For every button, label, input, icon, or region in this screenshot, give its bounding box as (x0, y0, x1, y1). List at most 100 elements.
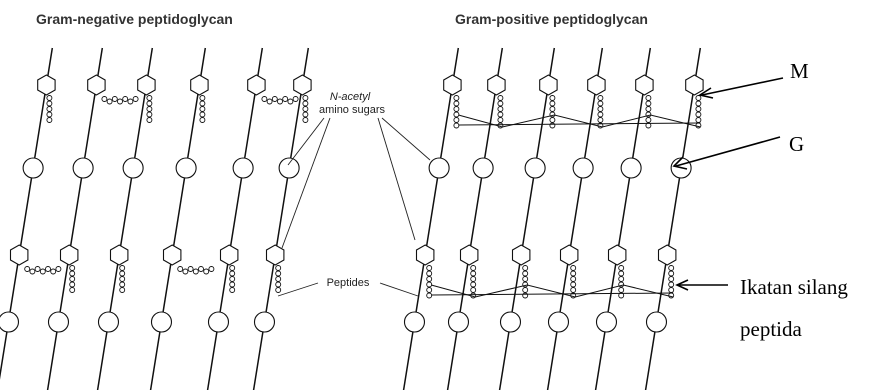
peptide-bead (522, 276, 529, 282)
g-arrowhead (672, 156, 688, 170)
nam-sugar (162, 244, 182, 266)
peptide-bead (122, 96, 129, 102)
peptide-bead (522, 265, 529, 271)
peptide-bead (119, 265, 126, 271)
peptide-bead (453, 122, 460, 129)
g-arrow (675, 136, 781, 167)
peptide-bead (497, 117, 504, 123)
amino-sugars-callout-line1: N-acetyl (330, 91, 371, 103)
peptide-bead (119, 287, 126, 293)
gram-negative-glycan-strand (206, 47, 264, 390)
peptide-bead (426, 281, 433, 288)
peptide-bead (645, 100, 652, 107)
peptide-bead (275, 276, 282, 282)
peptide-bead (203, 268, 210, 275)
m-label: M (790, 59, 809, 83)
nam-sugar (293, 74, 312, 96)
gram-positive-glycan-strand (546, 47, 604, 390)
peptide-bead (453, 111, 460, 118)
gram-negative-glycan-strand (46, 47, 104, 390)
nag-sugar (253, 311, 276, 333)
peptide-bead (287, 98, 294, 105)
peptide-cross-bridge (458, 122, 701, 126)
m-arrow (701, 77, 784, 96)
peptide-bead (570, 276, 577, 282)
nag-sugar (428, 157, 450, 179)
peptide-bead (146, 95, 153, 101)
peptide-bead (470, 270, 477, 277)
gram-negative-title: Gram-negative peptidoglycan (36, 11, 233, 27)
gram-positive-glycan-strand (644, 47, 702, 390)
nag-sugar (403, 311, 426, 333)
peptide-bead (101, 96, 108, 102)
peptide-bead (199, 117, 206, 123)
peptide-bead (426, 287, 433, 293)
peptide-bead (69, 287, 76, 293)
peptide-bead (618, 270, 625, 277)
peptide-bead (668, 287, 675, 293)
peptide-bead (292, 96, 299, 102)
nam-sugar (587, 74, 606, 96)
peptide-bead (668, 265, 675, 271)
peptide-bead (146, 111, 153, 118)
nam-sugar (459, 244, 479, 266)
peptide-bead (55, 266, 62, 272)
peptide-bead (271, 96, 278, 102)
peptide-bead (426, 270, 433, 277)
peptide-bead (119, 270, 126, 277)
gram-positive-glycan-strand (402, 47, 460, 390)
peptide-bead (229, 287, 236, 293)
peptide-bead (597, 95, 604, 101)
peptide-bead (497, 100, 504, 107)
peptide-bead (275, 281, 282, 288)
peptide-bead (229, 276, 236, 282)
nag-sugar (524, 157, 546, 179)
peptide-bead (668, 270, 675, 277)
peptide-bead (261, 96, 268, 102)
peptide-bead (470, 265, 477, 271)
peptide-cross-bridge (431, 284, 674, 298)
nam-sugar (219, 244, 239, 266)
nag-sugar (620, 157, 642, 179)
peptide-bead (50, 268, 57, 275)
peptide-bead (645, 117, 652, 123)
peptide-bead (645, 106, 652, 112)
peptide-bead (522, 287, 529, 293)
peptide-bead (282, 96, 289, 102)
peptide-bead (39, 268, 46, 275)
peptide-bead (453, 117, 460, 123)
peptide-bead (127, 98, 134, 105)
nam-sugar (559, 244, 579, 266)
peptide-bead (426, 292, 433, 299)
peptide-bead (182, 268, 189, 275)
peptide-bead (177, 266, 184, 272)
peptide-bead (597, 106, 604, 112)
peptide-bead (302, 95, 309, 101)
peptide-cross-bridge (431, 292, 674, 296)
amino-sugars-callout-line2: amino sugars (319, 104, 386, 116)
nam-sugar (487, 74, 506, 96)
crosslink-label-line2: peptida (740, 317, 802, 341)
peptide-bead (46, 106, 53, 112)
crosslink-arrowhead (675, 279, 689, 291)
peptide-bead (106, 98, 113, 105)
peptide-bead (668, 276, 675, 282)
nag-sugar (499, 311, 522, 333)
nam-sugar (190, 74, 209, 96)
nag-sugar (72, 157, 94, 179)
gram-negative-glycan-strand (0, 47, 54, 380)
peptide-bead (29, 268, 36, 275)
peptide-bead (275, 265, 282, 271)
nam-sugar (87, 74, 106, 96)
peptide-bead (146, 100, 153, 107)
peptide-bead (426, 276, 433, 282)
peptide-bead (34, 266, 41, 272)
peptide-bead (695, 106, 702, 112)
peptide-bead (645, 95, 652, 101)
peptide-bead (302, 117, 309, 123)
peptide-bead (597, 100, 604, 107)
peptide-bead (192, 268, 199, 275)
peptide-bead (497, 111, 504, 118)
nag-sugar (0, 311, 20, 333)
nam-sugar (247, 74, 266, 96)
